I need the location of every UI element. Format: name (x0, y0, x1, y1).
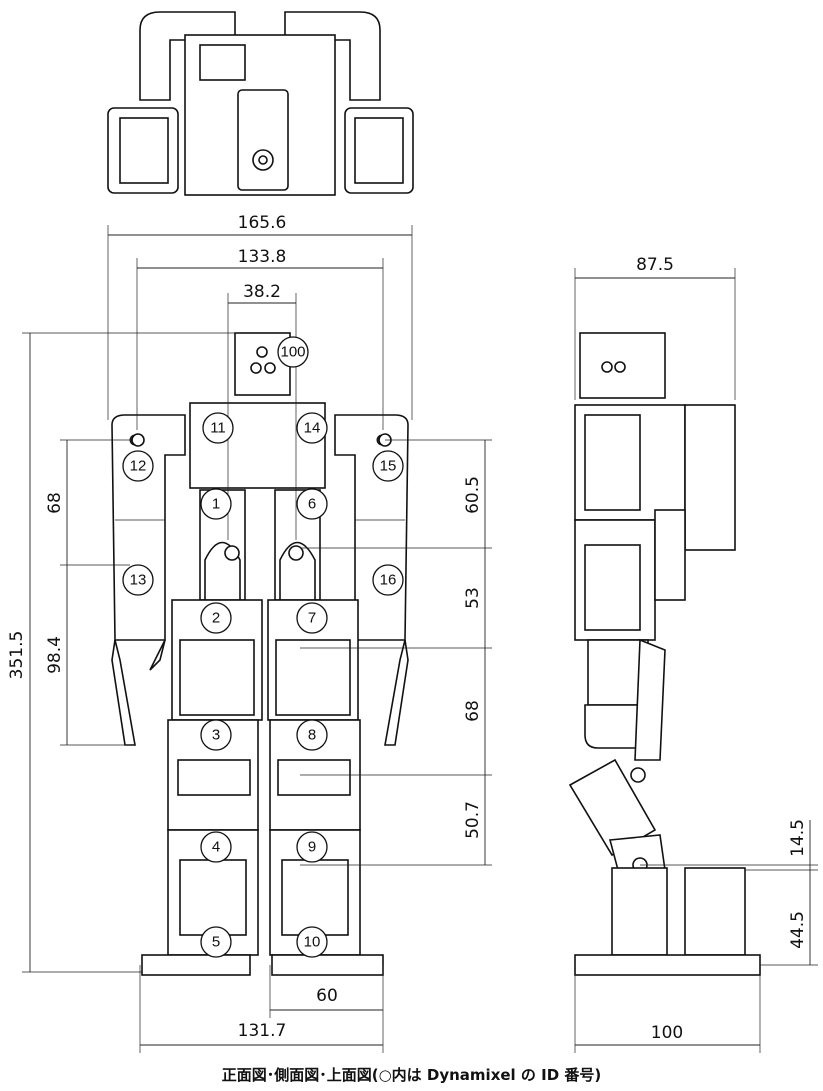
id-label: 11 (210, 420, 226, 437)
id-circle (372, 450, 404, 482)
id-circle (277, 336, 309, 368)
dynamixel-id-3: 3 (200, 719, 232, 751)
top-view (107, 11, 414, 196)
id-label: 2 (212, 610, 220, 627)
id-label: 3 (212, 727, 220, 744)
dim-top-width: 165.6 (238, 213, 287, 233)
dynamixel-id-11: 11 (202, 412, 234, 444)
id-circle (200, 488, 232, 520)
id-circle (296, 926, 328, 958)
dim-hip: 60.5 (463, 476, 483, 514)
dynamixel-id-6: 6 (296, 488, 328, 520)
side-view (568, 332, 761, 976)
id-label: 8 (308, 727, 316, 744)
id-circle (122, 450, 154, 482)
id-label: 16 (380, 572, 397, 589)
id-circle (122, 564, 154, 596)
id-circle (296, 831, 328, 863)
dim-lower-arm: 98.4 (45, 636, 65, 674)
dynamixel-id-1: 1 (200, 488, 232, 520)
id-label: 12 (130, 458, 147, 475)
front-view (111, 332, 409, 976)
dim-side-foot-height: 44.5 (788, 911, 808, 949)
dynamixel-id-12: 12 (122, 450, 154, 482)
id-circle (200, 831, 232, 863)
figure-caption: 正面図･側面図･上面図(○内は Dynamixel の ID 番号) (221, 1066, 602, 1084)
dimension-labels: 165.6 133.8 38.2 351.5 68 98.4 60.5 53 6… (7, 213, 808, 1043)
dim-side-ankle-offset: 14.5 (788, 819, 808, 857)
id-label: 15 (380, 458, 397, 475)
id-circle (202, 412, 234, 444)
dim-thigh: 53 (463, 587, 483, 609)
dynamixel-id-2: 2 (200, 602, 232, 634)
dim-upper-arm: 68 (45, 492, 65, 514)
id-label: 4 (212, 839, 220, 856)
dim-foot-gap: 60 (316, 986, 338, 1006)
id-label: 1 (212, 496, 220, 513)
id-circle (296, 602, 328, 634)
dim-total-height: 351.5 (7, 631, 27, 680)
id-circle (200, 926, 232, 958)
id-circle (200, 602, 232, 634)
dim-shin: 68 (463, 700, 483, 722)
dynamixel-id-5: 5 (200, 926, 232, 958)
dynamixel-id-100: 100 (277, 336, 309, 368)
dim-foot-span: 131.7 (238, 1021, 287, 1041)
dynamixel-id-15: 15 (372, 450, 404, 482)
id-circle (296, 488, 328, 520)
id-label: 13 (130, 572, 147, 589)
dim-neck-width: 38.2 (243, 282, 281, 302)
id-circle (200, 719, 232, 751)
dim-side-foot-length: 100 (651, 1023, 683, 1043)
id-circle (296, 412, 328, 444)
id-label: 5 (212, 934, 220, 951)
id-label: 100 (280, 344, 305, 361)
dynamixel-id-16: 16 (372, 564, 404, 596)
dynamixel-id-4: 4 (200, 831, 232, 863)
dynamixel-id-9: 9 (296, 831, 328, 863)
dynamixel-id-8: 8 (296, 719, 328, 751)
dim-ankle: 50.7 (463, 801, 483, 839)
id-label: 9 (308, 839, 316, 856)
dynamixel-id-7: 7 (296, 602, 328, 634)
id-label: 7 (308, 610, 316, 627)
id-label: 10 (304, 934, 321, 951)
dimension-lines (29, 234, 811, 1046)
dim-side-depth: 87.5 (636, 255, 674, 275)
dynamixel-id-14: 14 (296, 412, 328, 444)
dim-shoulder-width: 133.8 (238, 247, 287, 267)
id-circle (296, 719, 328, 751)
dynamixel-id-10: 10 (296, 926, 328, 958)
id-circle (372, 564, 404, 596)
id-label: 6 (308, 496, 316, 513)
dynamixel-id-13: 13 (122, 564, 154, 596)
id-label: 14 (304, 420, 321, 437)
